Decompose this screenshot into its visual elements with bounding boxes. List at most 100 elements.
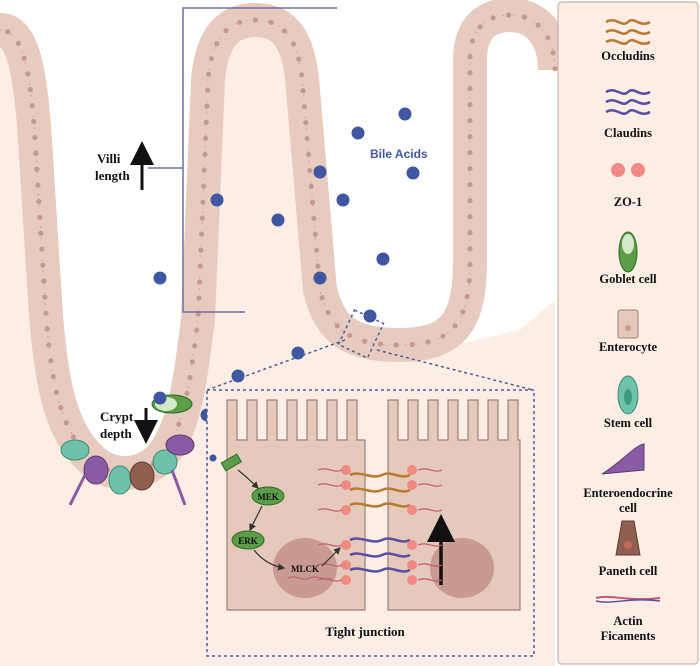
nucleus <box>545 35 551 41</box>
nucleus <box>53 389 60 395</box>
nucleus <box>38 230 44 236</box>
nucleus <box>58 405 64 411</box>
nucleus <box>550 50 556 56</box>
right-nucleus <box>430 538 494 598</box>
zo1-dot <box>407 465 417 475</box>
crypt-base-cells <box>60 434 195 506</box>
nucleus <box>205 71 212 77</box>
nucleus <box>309 199 316 205</box>
nucleus <box>299 72 305 78</box>
nucleus <box>467 150 473 156</box>
nucleus <box>268 19 274 26</box>
nucleus <box>467 102 473 108</box>
bile-acid-dot <box>313 165 327 179</box>
occludin-strand <box>349 472 411 478</box>
nucleus <box>319 295 325 301</box>
nucleus <box>325 309 331 316</box>
nucleus <box>21 55 27 61</box>
right-enterocyte <box>387 399 521 611</box>
nucleus <box>304 135 310 142</box>
legend-label-actin: Ficaments <box>601 629 656 643</box>
nucleus <box>46 342 52 348</box>
nucleus <box>70 434 77 440</box>
bile-acid-dot <box>363 309 377 323</box>
nucleus <box>202 135 209 141</box>
enterocyte-icon <box>617 309 639 339</box>
nucleus <box>467 198 473 204</box>
nucleus <box>300 88 306 94</box>
nucleus <box>467 54 473 60</box>
nucleus <box>200 183 207 189</box>
nucleus <box>252 17 258 23</box>
legend-label-enteroendocrine: cell <box>619 501 638 515</box>
junction-proteins <box>317 465 443 585</box>
mlck-label: MLCK <box>291 564 319 574</box>
nucleus <box>15 40 21 46</box>
nucleus <box>393 342 399 348</box>
nucleus <box>440 333 446 339</box>
bile-acids-label: Bile Acids <box>370 147 428 161</box>
nucleus <box>41 278 47 284</box>
claudin-strand <box>349 567 411 573</box>
nucleus <box>362 338 368 344</box>
nucleus <box>35 182 41 188</box>
nucleus <box>204 87 211 93</box>
legend-label-zo1: ZO-1 <box>614 195 642 209</box>
nucleus <box>467 214 473 220</box>
zo1-proteins <box>341 465 417 585</box>
legend-label-occludins: Occludins <box>601 49 655 63</box>
nucleus <box>208 55 215 62</box>
bile-acid-dot <box>351 126 365 140</box>
villi-zoom-frame <box>148 7 337 313</box>
nucleus <box>27 87 33 93</box>
occludin-strand <box>349 487 411 493</box>
nucleus <box>37 214 43 220</box>
zo1-dot <box>341 505 351 515</box>
nucleus <box>315 263 321 269</box>
bile-acid-dot <box>291 346 305 360</box>
nucleus <box>466 278 472 284</box>
nucleus <box>29 102 35 109</box>
nucleus <box>184 390 190 396</box>
nucleus <box>469 38 476 44</box>
nucleus <box>36 198 42 204</box>
actin-filaments <box>317 468 443 582</box>
nucleus <box>467 246 473 252</box>
nucleus <box>237 19 243 25</box>
nucleus <box>347 332 353 339</box>
nucleus <box>314 247 320 253</box>
villi-label-line1: Villi <box>97 151 121 166</box>
legend-label-claudins: Claudins <box>604 126 652 140</box>
nucleus <box>189 359 195 365</box>
zo1-dot <box>407 575 417 585</box>
paneth-cell-icon <box>615 520 641 556</box>
mek-label: MEK <box>257 492 279 502</box>
nucleus <box>32 134 38 141</box>
occludin-strand <box>349 502 411 508</box>
nucleus <box>48 358 54 364</box>
receptor-icon <box>220 453 242 472</box>
nucleus <box>552 66 558 72</box>
epithelium <box>0 0 572 490</box>
nucleus <box>203 119 209 125</box>
left-nucleus <box>273 538 337 598</box>
nucleus <box>43 310 49 316</box>
nucleus <box>467 118 473 124</box>
nucleus <box>467 134 473 140</box>
nucleus <box>187 374 193 381</box>
tight-junction-inset: MEK ERK MLCK Tight junction <box>206 389 535 657</box>
legend-label-actin: Actin <box>613 614 642 628</box>
goblet-cell-icon <box>618 231 638 273</box>
nucleus <box>467 86 473 92</box>
nucleus <box>535 22 541 28</box>
nucleus <box>467 70 473 76</box>
enteroendocrine-cell-icon <box>601 443 645 475</box>
legend-label-paneth: Paneth cell <box>599 564 658 578</box>
nucleus <box>312 231 318 237</box>
nucleus <box>33 150 39 156</box>
nucleus <box>196 279 203 285</box>
nucleus <box>490 15 496 21</box>
occludin-icon <box>605 19 651 45</box>
nucleus <box>425 339 431 345</box>
